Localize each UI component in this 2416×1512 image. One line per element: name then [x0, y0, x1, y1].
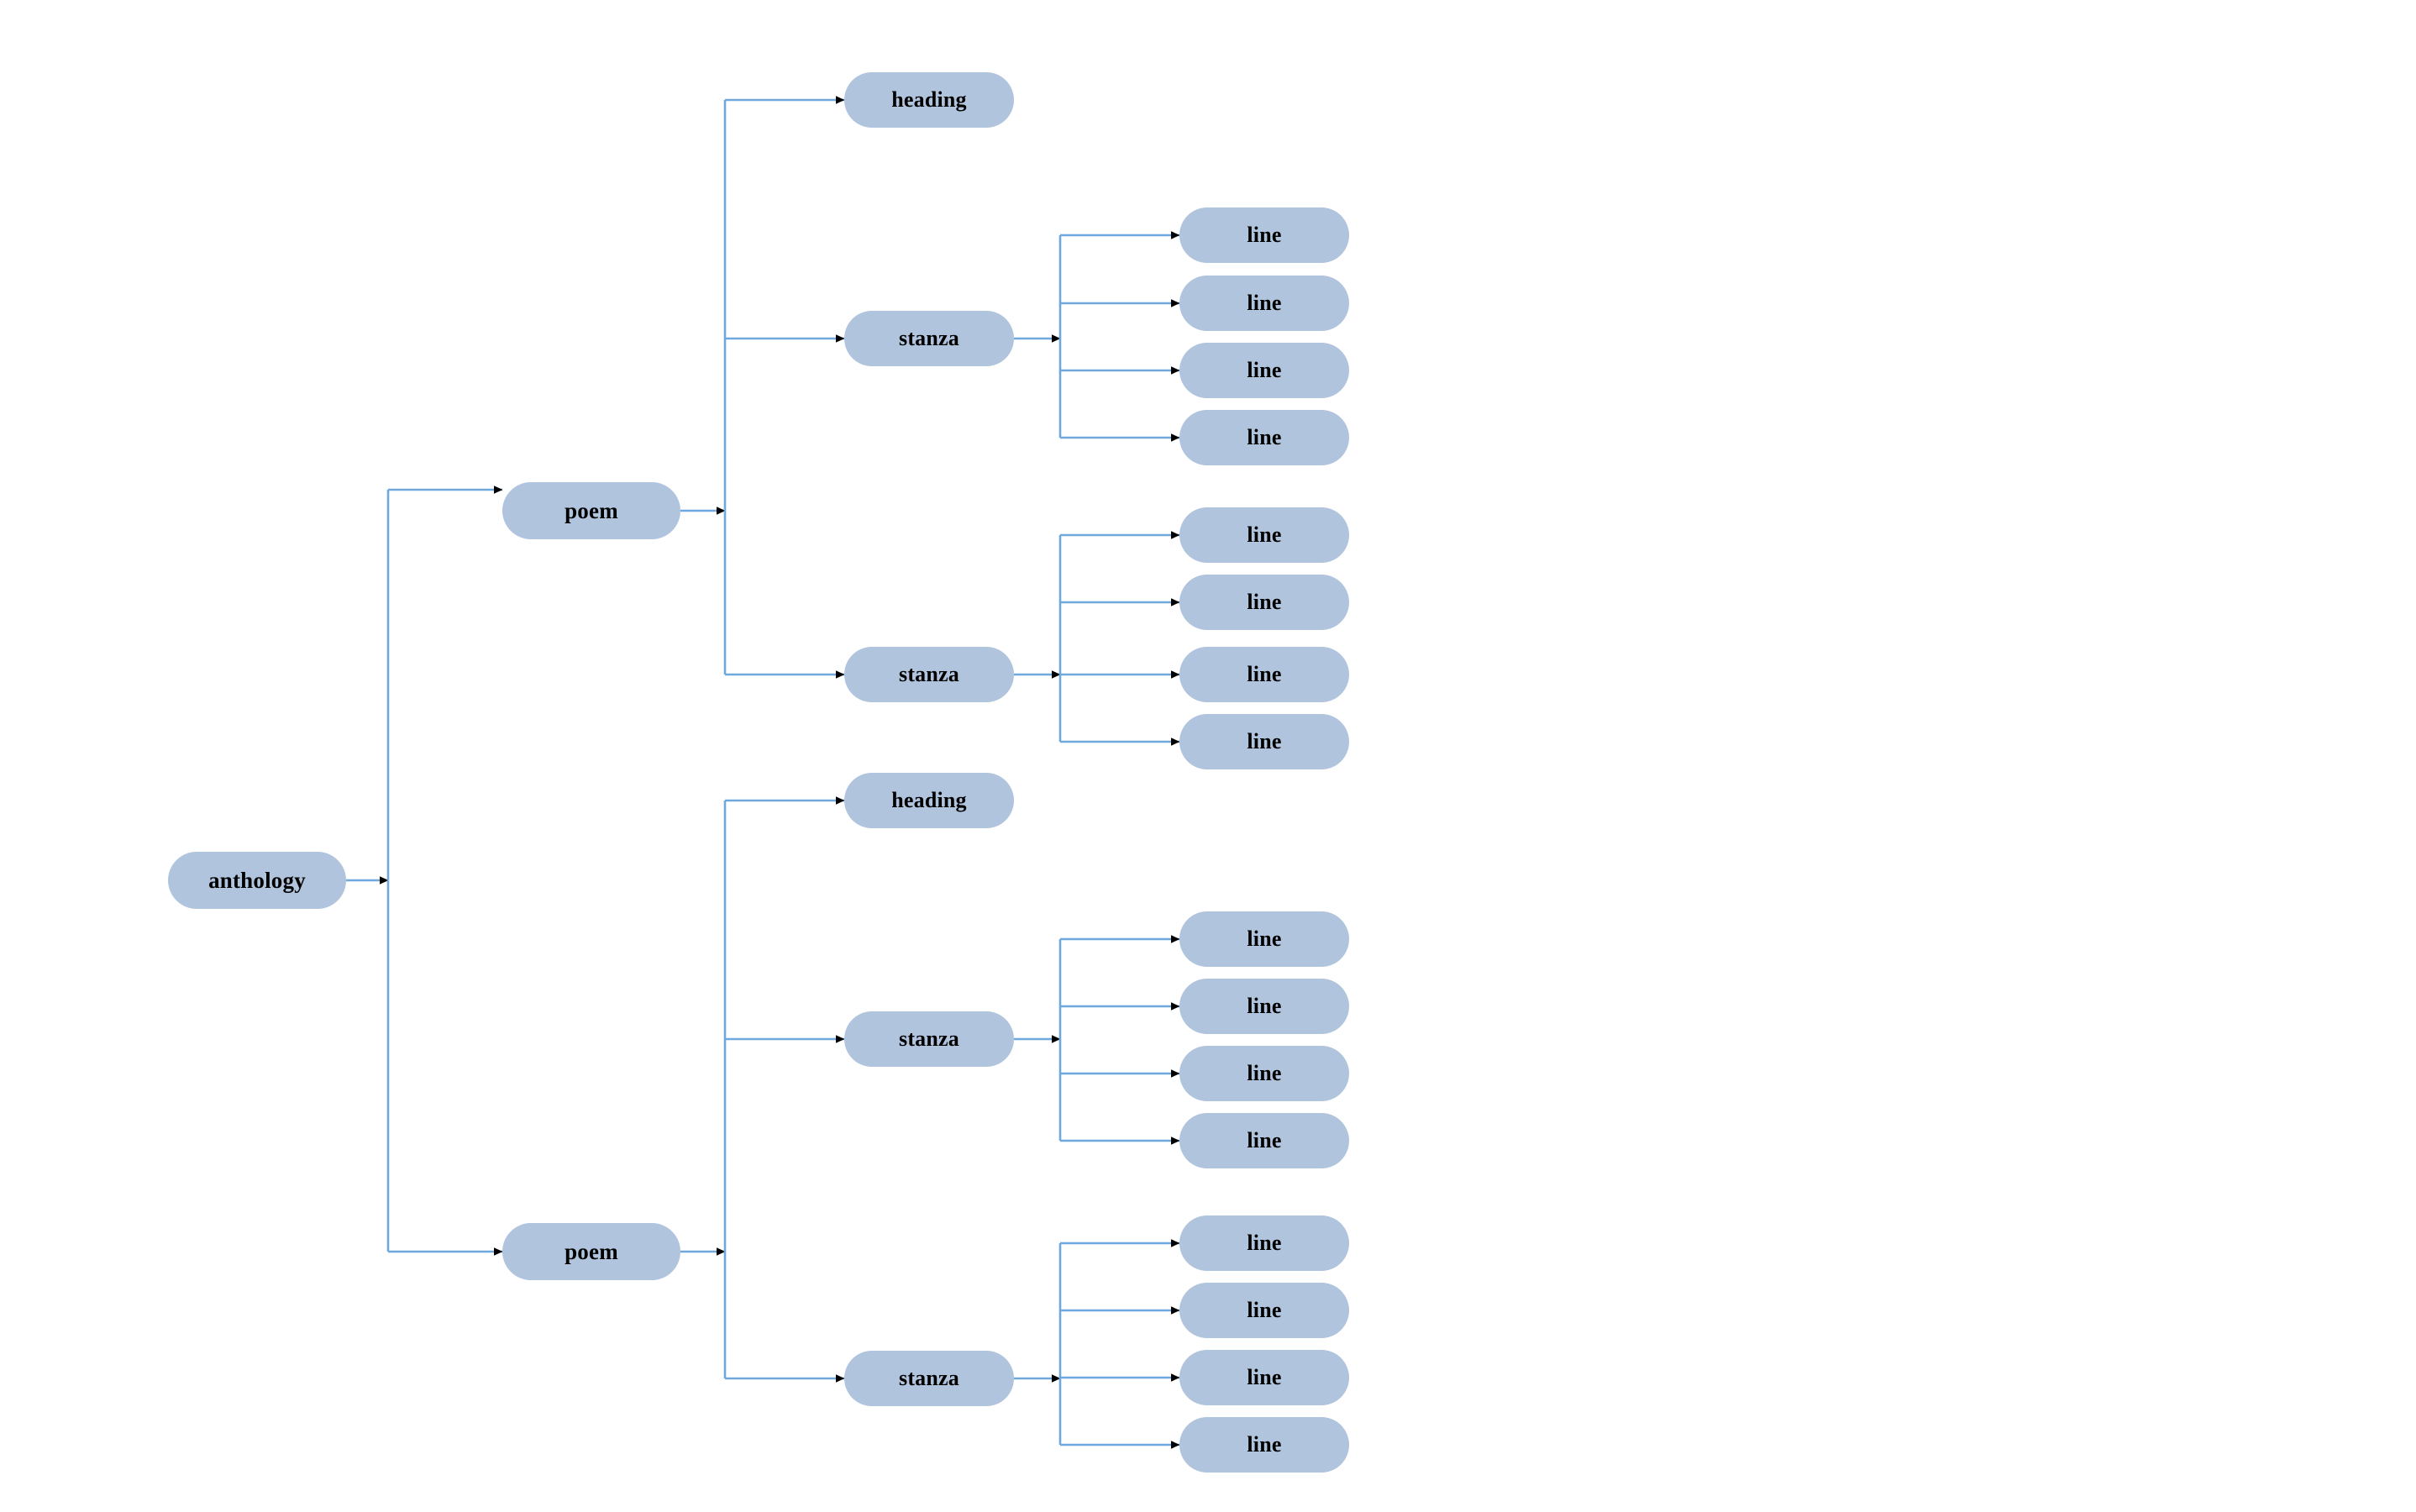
node-line[interactable]: line	[1179, 575, 1349, 630]
node-line[interactable]: line	[1179, 410, 1349, 465]
node-line[interactable]: line	[1179, 911, 1349, 967]
node-line-label: line	[1247, 223, 1282, 247]
node-line-label: line	[1247, 1231, 1282, 1255]
node-line[interactable]: line	[1179, 1113, 1349, 1168]
node-line[interactable]: line	[1179, 207, 1349, 263]
node-anthology-label: anthology	[208, 867, 306, 893]
node-line[interactable]: line	[1179, 1417, 1349, 1473]
node-line-label: line	[1247, 522, 1282, 547]
node-line-label: line	[1247, 662, 1282, 686]
node-line-label: line	[1247, 927, 1282, 951]
node-poem-1[interactable]: poem	[502, 482, 680, 539]
node-poem-2-heading-label: heading	[891, 788, 967, 812]
node-line[interactable]: line	[1179, 1046, 1349, 1101]
node-line[interactable]: line	[1179, 979, 1349, 1034]
node-line-label: line	[1247, 425, 1282, 449]
node-poem-1-stanza-2-label: stanza	[899, 662, 959, 686]
node-poem-2-heading[interactable]: heading	[844, 773, 1014, 828]
node-poem-1-stanza-1[interactable]: stanza	[844, 311, 1014, 366]
node-line[interactable]: line	[1179, 343, 1349, 398]
node-poem-2[interactable]: poem	[502, 1223, 680, 1280]
node-line-label: line	[1247, 994, 1282, 1018]
node-poem-2-label: poem	[565, 1238, 618, 1264]
tree-connectors	[346, 96, 1180, 1449]
node-poem-1-stanza-2[interactable]: stanza	[844, 647, 1014, 702]
node-poem-2-stanza-2-label: stanza	[899, 1366, 959, 1390]
node-line-label: line	[1247, 729, 1282, 753]
node-line-label: line	[1247, 1365, 1282, 1389]
node-line-label: line	[1247, 1061, 1282, 1085]
node-line[interactable]: line	[1179, 507, 1349, 563]
node-poem-1-heading[interactable]: heading	[844, 72, 1014, 128]
node-line[interactable]: line	[1179, 276, 1349, 331]
node-line-label: line	[1247, 358, 1282, 382]
node-anthology[interactable]: anthology	[168, 852, 346, 909]
node-line-label: line	[1247, 1432, 1282, 1457]
node-line[interactable]: line	[1179, 1215, 1349, 1271]
node-line[interactable]: line	[1179, 1350, 1349, 1405]
node-line-label: line	[1247, 291, 1282, 315]
node-poem-1-label: poem	[565, 497, 618, 523]
node-poem-2-stanza-1-label: stanza	[899, 1026, 959, 1051]
node-line[interactable]: line	[1179, 714, 1349, 769]
node-line[interactable]: line	[1179, 647, 1349, 702]
node-line-label: line	[1247, 590, 1282, 614]
node-line-label: line	[1247, 1128, 1282, 1152]
node-poem-1-stanza-1-label: stanza	[899, 326, 959, 350]
node-line-label: line	[1247, 1298, 1282, 1322]
node-line[interactable]: line	[1179, 1283, 1349, 1338]
node-poem-2-stanza-2[interactable]: stanza	[844, 1351, 1014, 1406]
node-poem-1-heading-label: heading	[891, 87, 967, 112]
node-poem-2-stanza-1[interactable]: stanza	[844, 1011, 1014, 1067]
